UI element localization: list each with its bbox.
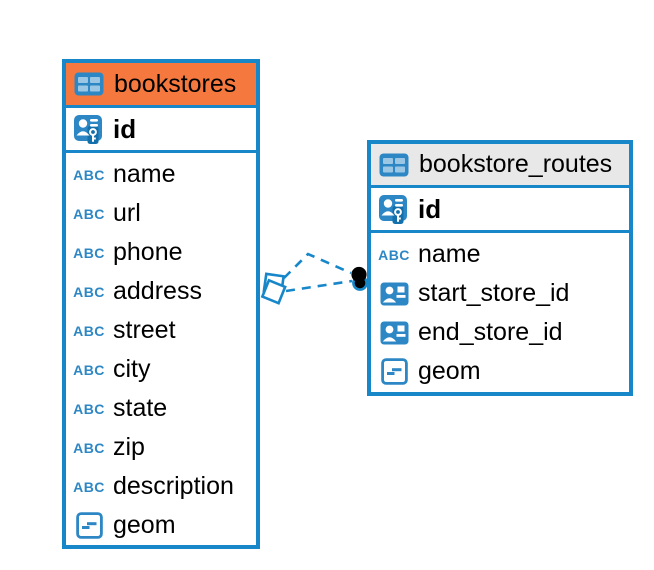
table-icon xyxy=(378,153,410,177)
column-row-address[interactable]: ABC address xyxy=(66,272,256,311)
column-name: state xyxy=(113,394,168,422)
column-name: geom xyxy=(418,357,481,385)
column-row-phone[interactable]: ABC phone xyxy=(66,233,256,272)
column-name: zip xyxy=(113,433,145,461)
foreign-key-icon xyxy=(378,321,410,345)
text-type-icon: ABC xyxy=(73,166,105,183)
column-name: name xyxy=(418,240,481,268)
column-row-description[interactable]: ABC description xyxy=(66,467,256,506)
text-type-icon: ABC xyxy=(73,244,105,261)
text-type-icon: ABC xyxy=(73,283,105,300)
text-type-icon: ABC xyxy=(378,246,410,263)
column-name: geom xyxy=(113,511,176,539)
column-row-end_store_id[interactable]: end_store_id xyxy=(371,313,629,352)
primary-key-icon xyxy=(72,113,104,145)
column-name: url xyxy=(113,199,141,227)
table-title: bookstores xyxy=(114,69,237,98)
relationship-line-end-store xyxy=(285,279,353,293)
geometry-type-icon xyxy=(73,512,105,539)
column-row-state[interactable]: ABC state xyxy=(66,389,256,428)
table-title: bookstore_routes xyxy=(419,150,613,178)
table-header-bookstore-routes[interactable]: bookstore_routes xyxy=(371,144,629,188)
column-name: start_store_id xyxy=(418,279,570,307)
column-name: address xyxy=(113,277,202,305)
table-icon xyxy=(73,72,105,96)
geometry-type-icon xyxy=(378,358,410,385)
column-row-zip[interactable]: ABC zip xyxy=(66,428,256,467)
column-row-url[interactable]: ABC url xyxy=(66,194,256,233)
table-bookstore-routes[interactable]: bookstore_routes id ABC name start_store_i… xyxy=(367,140,633,396)
column-name: description xyxy=(113,472,234,500)
column-row-start_store_id[interactable]: start_store_id xyxy=(371,274,629,313)
primary-key-row-bookstores-id[interactable]: id xyxy=(66,108,256,153)
text-type-icon: ABC xyxy=(73,439,105,456)
text-type-icon: ABC xyxy=(73,361,105,378)
relationship-line-start-store xyxy=(283,252,352,279)
column-row-name[interactable]: ABC name xyxy=(66,155,256,194)
column-row-name[interactable]: ABC name xyxy=(371,235,629,274)
text-type-icon: ABC xyxy=(73,478,105,495)
primary-key-name: id xyxy=(113,113,137,144)
column-row-city[interactable]: ABC city xyxy=(66,350,256,389)
text-type-icon: ABC xyxy=(73,205,105,222)
column-name: phone xyxy=(113,238,183,266)
primary-key-icon xyxy=(377,193,409,225)
foreign-key-icon xyxy=(378,282,410,306)
table-header-bookstores[interactable]: bookstores xyxy=(66,63,256,108)
relationship-one-side-anchor[interactable] xyxy=(260,272,287,305)
relationship-many-side-anchor[interactable] xyxy=(351,266,368,291)
primary-key-name: id xyxy=(418,193,442,224)
column-name: city xyxy=(113,355,151,383)
column-row-geom[interactable]: geom xyxy=(371,352,629,391)
column-name: end_store_id xyxy=(418,318,563,346)
column-name: name xyxy=(113,160,176,188)
column-row-street[interactable]: ABC street xyxy=(66,311,256,350)
text-type-icon: ABC xyxy=(73,322,105,339)
column-name: street xyxy=(113,316,176,344)
relationship-lines[interactable] xyxy=(283,252,353,293)
primary-key-row-routes-id[interactable]: id xyxy=(371,188,629,233)
column-row-geom[interactable]: geom xyxy=(66,506,256,545)
text-type-icon: ABC xyxy=(73,400,105,417)
